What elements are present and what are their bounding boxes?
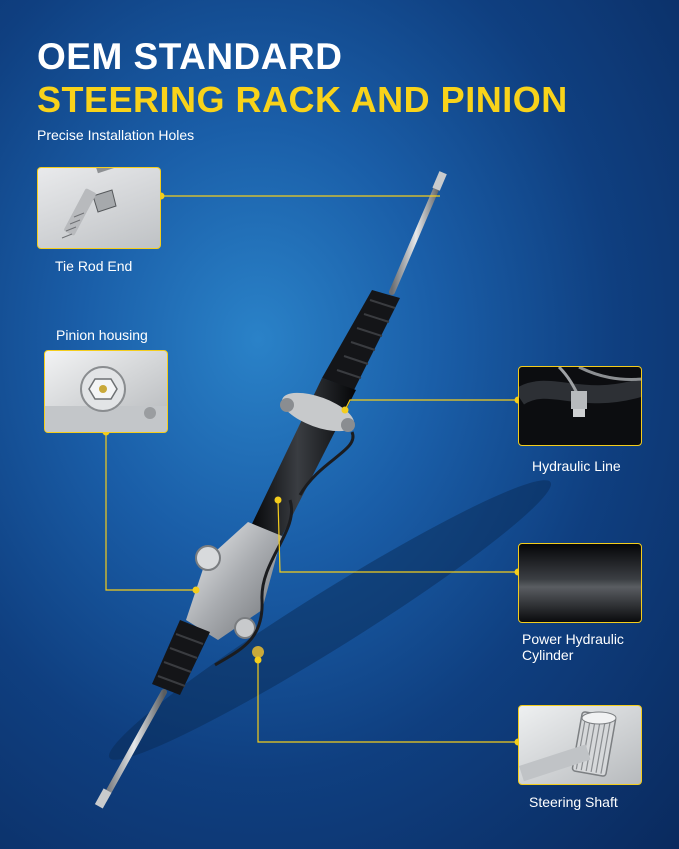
lower-tie-rod xyxy=(94,689,167,809)
tie-rod-end-label: Tie Rod End xyxy=(55,258,133,274)
hydraulic-line-label: Hydraulic Line xyxy=(532,458,621,474)
hydraulic-line-image xyxy=(518,366,642,446)
product-shadow xyxy=(109,480,551,760)
leader-dot-pinion-end xyxy=(192,586,200,594)
valve-housing xyxy=(186,431,355,667)
page-title-highlight: STEERING RACK AND PINION xyxy=(37,79,568,120)
leader-dot-shaft-end xyxy=(254,656,262,664)
leader-dot-cylinder-end xyxy=(274,496,282,504)
page-subtitle: Precise Installation Holes xyxy=(37,127,195,143)
power-hydraulic-cylinder-label-line1: Power Hydraulic xyxy=(522,631,624,647)
upper-boot xyxy=(322,290,400,390)
leader-lines xyxy=(105,195,518,743)
power-hydraulic-cylinder-image xyxy=(518,543,642,623)
steering-shaft-image xyxy=(518,705,642,785)
lower-boot xyxy=(152,620,210,695)
tie-rod-end-image xyxy=(37,167,161,249)
pinion-housing-label: Pinion housing xyxy=(56,327,148,343)
power-hydraulic-cylinder-label-line2: Cylinder xyxy=(522,647,574,663)
page-title: OEM STANDARD xyxy=(37,36,343,77)
cylinder-tube xyxy=(250,378,356,540)
pinion-housing-image xyxy=(44,350,168,433)
leader-dot-hydraulic-end xyxy=(341,406,349,414)
power-hydraulic-cylinder-label: Power Hydraulic Cylinder xyxy=(522,631,624,663)
upper-tie-rod xyxy=(389,171,447,295)
steering-shaft-label: Steering Shaft xyxy=(529,794,618,810)
